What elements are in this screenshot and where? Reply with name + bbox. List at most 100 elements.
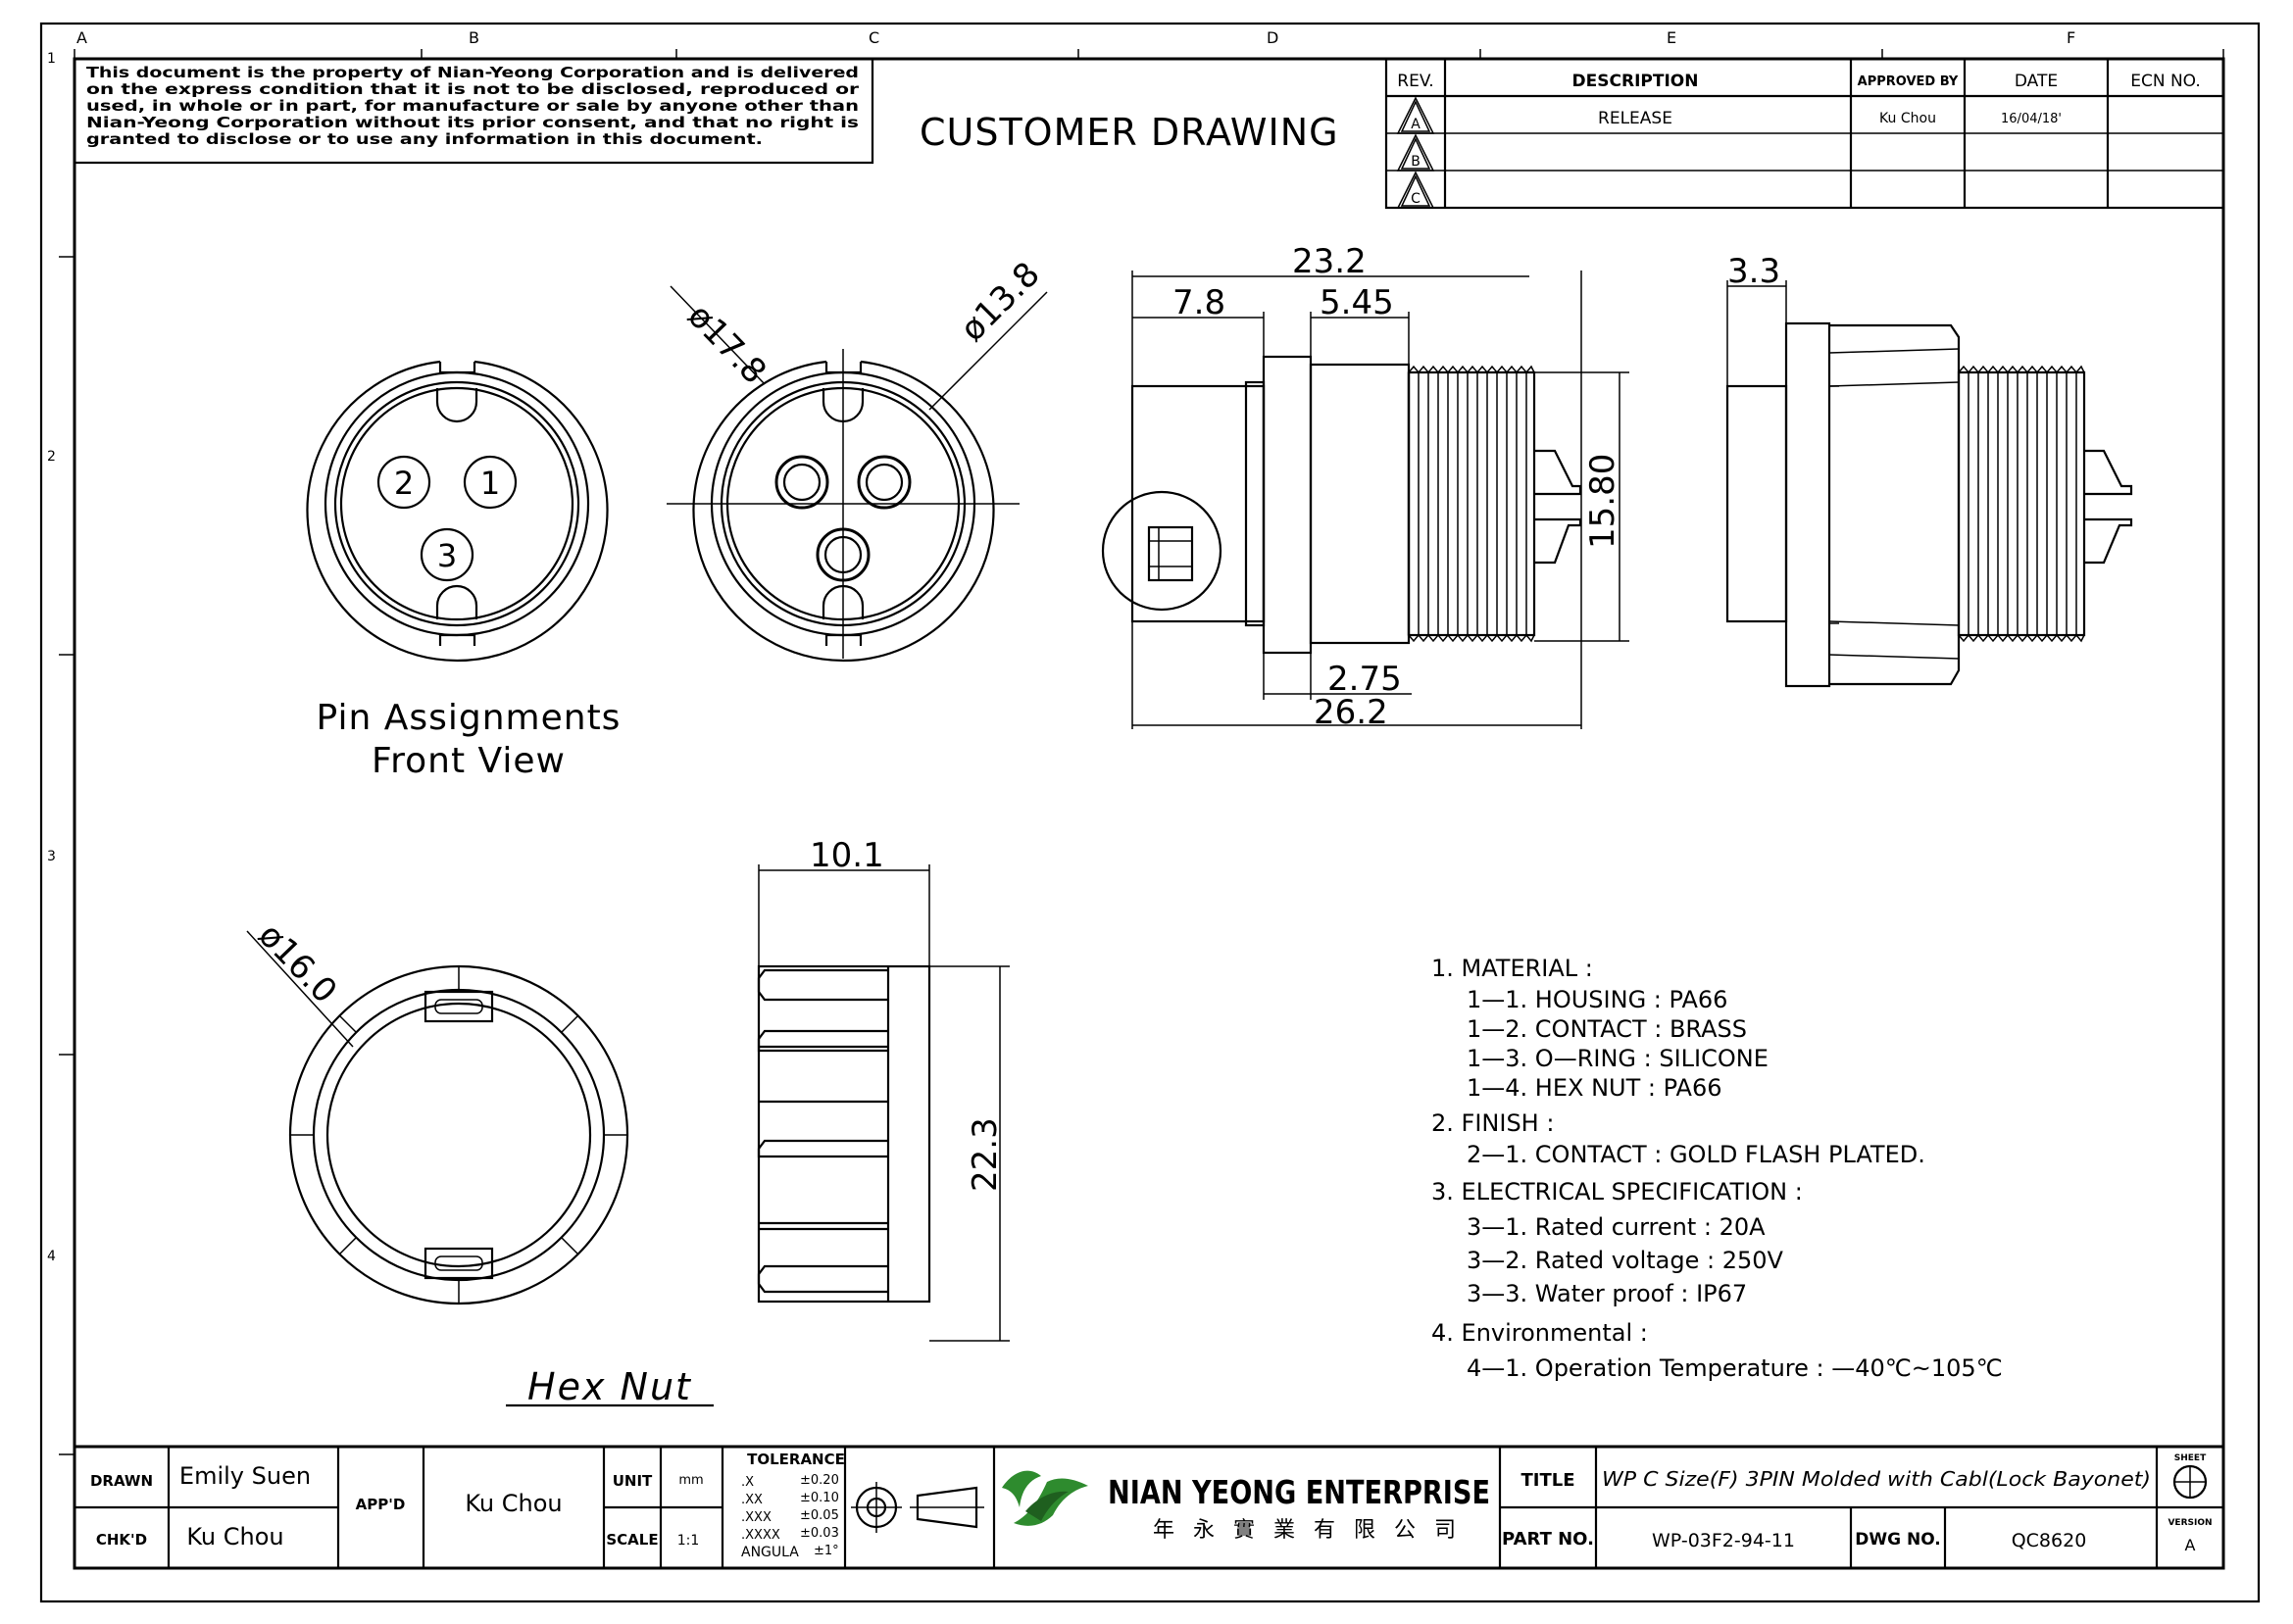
chkd-label: CHK'D <box>96 1531 147 1549</box>
notice-line-5: granted to disclose or to use any inform… <box>86 130 763 148</box>
inner-frame <box>73 57 2225 1570</box>
pin-1: 1 <box>463 455 518 510</box>
dim-front-od: ø17.8 <box>680 296 774 391</box>
rev-b-triangle-icon <box>1396 133 1435 172</box>
hex-nut-bottom-notch <box>424 1247 494 1280</box>
rev-b-label: B <box>1411 154 1421 170</box>
grid-row-2: 2 <box>47 449 56 465</box>
tol-x-val: ±0.20 <box>800 1473 839 1488</box>
ecn-header: ECN NO. <box>2130 72 2201 91</box>
dim-side-total: 23.2 <box>1292 242 1367 281</box>
dim-nut-dia: ø16.0 <box>251 915 345 1010</box>
note-4: 4. Environmental : <box>1431 1319 1648 1347</box>
rev-a-triangle-icon <box>1396 96 1435 134</box>
grid-col-f: F <box>2067 28 2075 47</box>
tol-xx-key: .XX <box>741 1493 763 1507</box>
pin-1-label: 1 <box>480 465 500 502</box>
pin-2-label: 2 <box>394 465 414 502</box>
drawing-type-title: CUSTOMER DRAWING <box>920 111 1339 154</box>
pin-view-caption-2: Front View <box>372 741 566 781</box>
tol-x-key: .X <box>741 1475 754 1490</box>
part-no-label: PART NO. <box>1502 1529 1594 1550</box>
grid-col-a: A <box>76 28 87 47</box>
company-name: NIAN YEONG ENTERPRISE <box>1108 1473 1490 1511</box>
dwg-no-label: DWG NO. <box>1855 1530 1941 1550</box>
rev-c-label: C <box>1411 191 1421 207</box>
title-label: TITLE <box>1520 1470 1574 1491</box>
title-block: DRAWN Emily Suen CHK'D Ku Chou APP'D Ku … <box>73 1445 2225 1570</box>
dim-side-flange: 2.75 <box>1327 660 1402 699</box>
side-view: 23.2 7.8 5.45 15.80 2.75 26.2 <box>1101 242 1629 732</box>
notice-line-4: Nian-Yeong Corporation without its prior… <box>86 114 859 131</box>
description-header: DESCRIPTION <box>1572 72 1699 91</box>
note-1-4: 1—4. HEX NUT : PA66 <box>1467 1074 1722 1102</box>
rev-a-date: 16/04/18' <box>2001 112 2062 126</box>
note-3-2: 3—2. Rated voltage : 250V <box>1467 1247 1784 1274</box>
dim-side-a: 7.8 <box>1172 283 1225 322</box>
drawn-value: Emily Suen <box>179 1462 311 1490</box>
note-2-1: 2—1. CONTACT : GOLD FLASH PLATED. <box>1467 1141 1925 1168</box>
pin-view-caption-1: Pin Assignments <box>317 698 622 738</box>
appd-label: APP'D <box>356 1496 406 1513</box>
dim-nut-height: 22.3 <box>966 1117 1005 1192</box>
approved-by-header: APPROVED BY <box>1858 74 1959 89</box>
tol-xxxx-val: ±0.03 <box>800 1526 839 1541</box>
unit-label: UNIT <box>613 1472 653 1490</box>
dim-side-height: 15.80 <box>1583 454 1622 549</box>
pin-3-label: 3 <box>437 537 457 574</box>
title-value: WP C Size(F) 3PIN Molded with Cabl(Lock … <box>1602 1467 2151 1491</box>
confidentiality-notice: This document is the property of Nian-Ye… <box>73 57 874 165</box>
unit-value: mm <box>678 1473 703 1488</box>
notice-line-2: on the express condition that it is not … <box>86 80 859 98</box>
scale-label: SCALE <box>606 1531 658 1549</box>
pin-hole-right <box>857 455 912 510</box>
side-detail-circle <box>1101 490 1222 612</box>
hex-nut-end-view: ø16.0 Hex Nut <box>246 915 714 1408</box>
part-no-value: WP-03F2-94-11 <box>1652 1530 1795 1551</box>
outer-frame <box>39 22 2261 1603</box>
dim-rear-a: 3.3 <box>1727 252 1780 291</box>
pin-2: 2 <box>376 455 431 510</box>
tol-xxx-val: ±0.05 <box>800 1508 839 1523</box>
hex-nut-top-notch <box>424 990 494 1023</box>
rev-a-description: RELEASE <box>1598 109 1672 128</box>
dim-side-b: 5.45 <box>1320 283 1394 322</box>
angular-value: ±1° <box>814 1544 839 1558</box>
side-thread <box>1407 365 1535 643</box>
drawn-label: DRAWN <box>90 1472 153 1490</box>
notice-line-3: used, in whole or in part, for manufactu… <box>86 97 859 115</box>
version-value: A <box>2185 1536 2196 1554</box>
grid-col-d: D <box>1267 28 1278 47</box>
rev-a-label: A <box>1411 117 1421 132</box>
dim-nut-width: 10.1 <box>810 836 884 875</box>
angular-label: ANGULA <box>741 1545 799 1560</box>
grid-col-e: E <box>1667 28 1676 47</box>
notice-line-1: This document is the property of Nian-Ye… <box>86 64 859 81</box>
note-1-1: 1—1. HOUSING : PA66 <box>1467 986 1727 1013</box>
scale-value: 1:1 <box>677 1533 700 1549</box>
hex-nut-side-view: 10.1 22.3 <box>757 836 1010 1342</box>
note-3: 3. ELECTRICAL SPECIFICATION : <box>1431 1178 1803 1206</box>
rev-header: REV. <box>1397 72 1433 91</box>
rear-side-view: 3.3 <box>1725 252 2133 688</box>
grid-columns: A B C D E F <box>74 28 2224 59</box>
front-view: ø17.8 ø13.8 <box>667 255 1048 663</box>
date-header: DATE <box>2015 72 2058 91</box>
hex-nut-caption: Hex Nut <box>527 1365 692 1408</box>
rev-a-approved-by: Ku Chou <box>1879 111 1936 126</box>
version-label: VERSION <box>2168 1518 2212 1528</box>
pin-3: 3 <box>420 527 474 582</box>
tol-xx-val: ±0.10 <box>800 1491 839 1505</box>
tol-xxxx-key: .XXXX <box>741 1528 780 1543</box>
grid-row-4: 4 <box>47 1249 56 1264</box>
dim-side-overall: 26.2 <box>1314 693 1388 732</box>
grid-row-1: 1 <box>47 51 56 67</box>
sheet-label: SHEET <box>2174 1453 2207 1463</box>
note-1: 1. MATERIAL : <box>1431 955 1593 982</box>
tolerance-label: TOLERANCE <box>747 1451 845 1468</box>
note-4-1: 4—1. Operation Temperature : —40℃~105℃ <box>1467 1354 2003 1382</box>
note-3-3: 3—3. Water proof : IP67 <box>1467 1280 1747 1307</box>
sheet-symbol-icon <box>2172 1464 2208 1500</box>
